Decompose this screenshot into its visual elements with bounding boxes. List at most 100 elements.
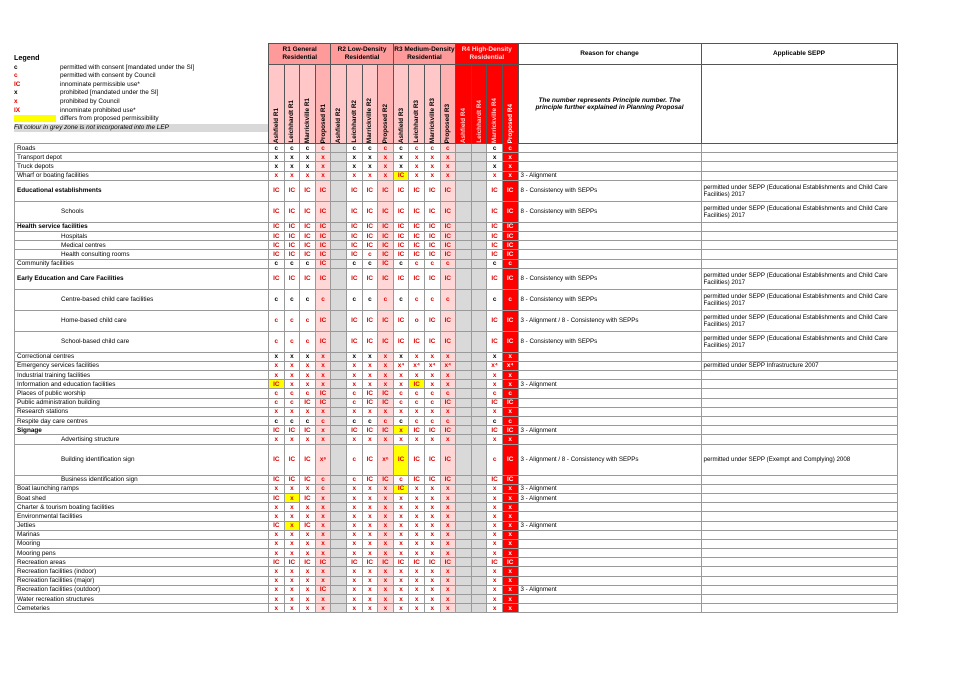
permissibility-cell: x [361,502,379,513]
permissibility-cell [455,593,472,605]
permissibility-cell: x [345,603,363,614]
permissibility-cell: IC [314,267,332,290]
permissibility-cell: IC [299,221,316,232]
permissibility-cell: IC [423,557,441,568]
permissibility-cell: IC [423,200,441,223]
permissibility-cell: IC [423,443,441,476]
permissibility-cell: x [299,351,316,362]
permissibility-cell: x [439,161,457,172]
sepp-cell [700,538,898,550]
permissibility-cell: c [314,142,332,154]
permissibility-cell: x [299,370,316,381]
permissibility-cell: x [299,538,316,550]
permissibility-cell [470,538,488,550]
sepp-cell [700,483,898,494]
permissibility-cell: o [408,309,425,332]
permissibility-cell: IC [392,179,410,202]
permissibility-cell: c [314,474,332,485]
permissibility-cell [455,406,472,418]
permissibility-cell: IC [486,200,503,223]
permissibility-cell [330,288,347,311]
permissibility-cell: x⁶ [314,443,332,476]
permissibility-cell [470,492,488,504]
permissibility-cell: x [439,575,457,586]
permissibility-cell: x [486,529,503,540]
permissibility-cell: IC [299,425,316,436]
row-label: Advertising structure [14,434,269,445]
permissibility-cell [470,502,488,513]
legend-text: prohibited by Council [60,98,120,106]
permissibility-cell: x [423,593,441,605]
permissibility-cell [470,443,488,476]
permissibility-cell: c [283,142,301,154]
permissibility-cell: x [501,566,519,577]
reason-cell: 3 - Alignment [517,492,702,504]
permissibility-cell: x [361,584,379,596]
row-label: Correctional centres [14,351,269,362]
reason-cell [517,258,702,269]
permissibility-cell: x [377,593,394,605]
permissibility-cell [455,379,472,390]
permissibility-cell: c [392,415,410,427]
permissibility-cell: IC [268,179,285,202]
permissibility-cell: IC [361,474,379,485]
permissibility-cell: x [408,492,425,504]
permissibility-cell [470,529,488,540]
permissibility-cell: x [423,492,441,504]
permissibility-cell: IC [345,249,363,260]
permissibility-cell: x [314,529,332,540]
permissibility-cell: x [268,603,285,614]
permissibility-cell: x [283,406,301,418]
reason-cell: 8 - Consistency with SEPPs [517,267,702,290]
permissibility-cell: IC [423,267,441,290]
permissibility-cell: x [314,492,332,504]
permissibility-cell: x [423,520,441,531]
permissibility-cell: x [268,529,285,540]
permissibility-cell: c [314,483,332,494]
permissibility-cell [455,520,472,531]
permissibility-cell: IC [361,330,379,353]
legend-yellow-row: differs from proposed permissibility [14,115,268,124]
row-label: Charter & tourism boating facilities [14,502,269,513]
group-r1: R1 General Residential [267,43,332,65]
reason-cell [517,351,702,362]
permissibility-cell: IC [439,240,457,251]
permissibility-cell: x [283,566,301,577]
permissibility-cell: x [377,538,394,550]
permissibility-cell [470,258,488,269]
permissibility-cell: x [377,161,394,172]
permissibility-cell: IC [501,267,519,290]
permissibility-cell [330,397,347,408]
permissibility-cell: c [423,397,441,408]
permissibility-cell: x [268,360,285,372]
permissibility-cell: IC [314,249,332,260]
permissibility-cell: x [377,434,394,445]
permissibility-cell: x [345,360,363,372]
permissibility-cell: x [439,170,457,181]
permissibility-cell: x [361,370,379,381]
row-label: Boat launching ramps [14,483,269,494]
permissibility-cell: x [439,502,457,513]
permissibility-cell: x [377,152,394,163]
permissibility-cell: c [408,415,425,427]
permissibility-cell: IC [377,397,394,408]
permissibility-cell: c [283,330,301,353]
permissibility-cell: x [423,406,441,418]
permissibility-cell: x [408,529,425,540]
permissibility-cell: x [345,152,363,163]
sepp-cell [700,434,898,445]
permissibility-cell: IC [283,443,301,476]
permissibility-cell: IC [439,443,457,476]
permissibility-cell: x [408,170,425,181]
permissibility-cell: IC [408,221,425,232]
permissibility-cell: x [486,483,503,494]
permissibility-cell [330,388,347,399]
permissibility-cell: x [314,538,332,550]
permissibility-cell: x [377,360,394,372]
